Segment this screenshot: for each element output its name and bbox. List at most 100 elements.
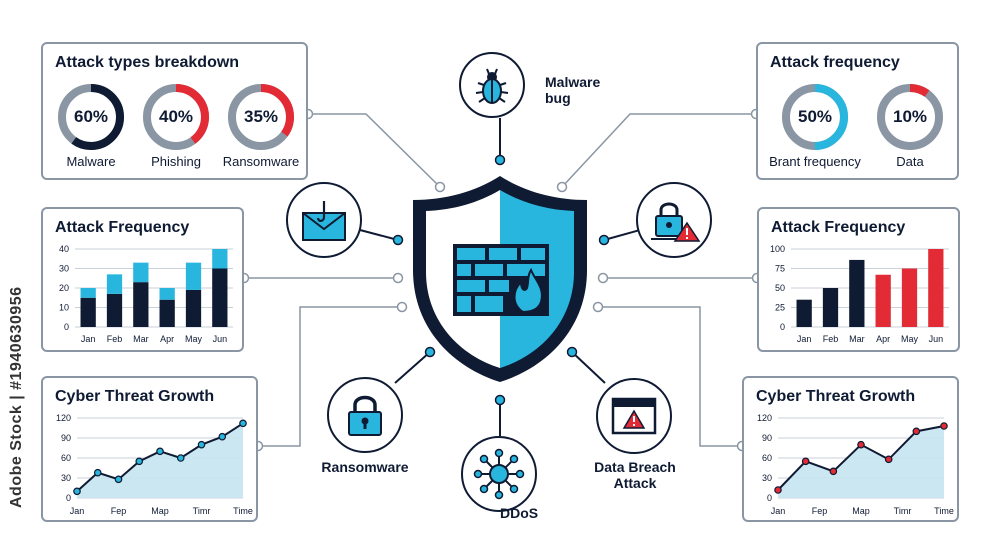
donut-percent: 10% <box>892 107 928 126</box>
ddos-label: DDoS <box>500 505 539 521</box>
bar <box>212 268 228 327</box>
y-tick-label: 0 <box>66 493 71 503</box>
donut-ransomware: 35% <box>226 82 296 152</box>
data-point <box>829 467 838 476</box>
x-tick-label: May <box>901 334 919 344</box>
bar <box>901 268 918 327</box>
x-tick-label: Apr <box>160 334 174 344</box>
y-tick-label: 120 <box>56 413 71 423</box>
donut-arc <box>143 84 209 150</box>
bar <box>796 299 812 327</box>
bug-icon <box>475 68 509 104</box>
data-point <box>114 475 123 484</box>
data-point <box>176 454 185 462</box>
x-tick-label: Jan <box>771 506 786 516</box>
bar <box>849 259 865 327</box>
donut-arc <box>58 84 124 150</box>
x-tick-label: Timr <box>193 506 211 516</box>
phishing-node <box>286 182 362 258</box>
y-tick-label: 0 <box>767 493 772 503</box>
x-tick-label: Timr <box>894 506 912 516</box>
data-breach-node <box>596 378 672 454</box>
phishing-email-icon <box>302 201 346 241</box>
lock-warning-node <box>636 182 712 258</box>
bar <box>822 288 839 327</box>
donut-arc <box>228 84 294 150</box>
bar <box>928 249 944 327</box>
virus-network-icon <box>473 448 525 500</box>
panel-title: Attack frequency <box>770 54 900 71</box>
panel-title: Cyber Threat Growth <box>55 388 215 405</box>
x-tick-label: Jan <box>81 334 96 344</box>
y-tick-label: 60 <box>61 453 71 463</box>
attack-types-panel: Attack types breakdown 60% Malware 40% P… <box>41 42 308 180</box>
panel-title: Cyber Threat Growth <box>756 388 916 405</box>
area-fill <box>778 426 944 498</box>
y-tick-label: 90 <box>762 433 772 443</box>
attack-frequency-donut-panel: Attack frequency 50% Brant frequency 10%… <box>756 42 959 180</box>
x-tick-label: Feb <box>823 334 839 344</box>
x-tick-label: Jan <box>797 334 812 344</box>
donut-brant-frequency: 50% <box>780 82 850 152</box>
y-tick-label: 90 <box>61 433 71 443</box>
donut-arc <box>782 84 848 150</box>
donut-percent: 35% <box>243 107 279 126</box>
panel-title: Attack Frequency <box>55 219 190 236</box>
data-breach-label: Data Breach Attack <box>580 459 690 491</box>
y-tick-label: 30 <box>59 264 69 274</box>
y-tick-label: 10 <box>59 303 69 313</box>
x-tick-label: Fep <box>111 506 127 516</box>
data-point <box>774 486 782 494</box>
y-tick-label: 20 <box>59 283 69 293</box>
donut-label: Data <box>896 154 924 169</box>
bar <box>80 288 96 298</box>
bar <box>106 274 123 294</box>
data-point <box>218 432 227 441</box>
data-point <box>801 457 810 466</box>
data-point <box>857 440 865 449</box>
donut-percent: 40% <box>158 107 194 126</box>
panel-title: Attack types breakdown <box>55 54 240 71</box>
x-tick-label: Map <box>151 506 169 516</box>
bar <box>185 262 202 290</box>
donut-malware: 60% <box>56 82 126 152</box>
y-tick-label: 120 <box>757 413 772 423</box>
x-tick-label: Time <box>233 506 253 516</box>
data-point <box>884 455 893 464</box>
watermark-text: Adobe Stock | #1940630956 <box>8 286 25 508</box>
malware-label: Malware bug <box>545 74 600 106</box>
y-tick-label: 0 <box>780 322 785 332</box>
ransomware-node <box>327 377 403 453</box>
bar <box>133 282 149 327</box>
donut-label: Brant frequency <box>769 154 861 169</box>
y-tick-label: 50 <box>775 283 785 293</box>
donut-percent: 50% <box>797 107 833 126</box>
data-point <box>135 457 144 466</box>
x-tick-label: May <box>185 334 203 344</box>
donut-phishing: 40% <box>141 82 211 152</box>
x-tick-label: Jun <box>929 334 944 344</box>
y-tick-label: 25 <box>775 303 785 313</box>
x-tick-label: Time <box>934 506 954 516</box>
y-tick-label: 0 <box>64 322 69 332</box>
malware-bug-node <box>459 52 525 118</box>
data-breach-label-text: Data Breach Attack <box>594 459 676 491</box>
data-point <box>197 440 206 449</box>
area-fill <box>77 423 243 498</box>
x-tick-label: Jun <box>213 334 228 344</box>
browser-warning-icon <box>611 397 657 435</box>
data-point <box>940 422 948 430</box>
y-tick-label: 30 <box>61 473 71 483</box>
x-tick-label: Mar <box>133 334 149 344</box>
y-tick-label: 40 <box>59 244 69 254</box>
malware-label-text: Malware bug <box>545 74 601 106</box>
panel-title: Attack Frequency <box>771 219 906 236</box>
data-point <box>73 487 81 496</box>
bar <box>159 288 175 300</box>
x-tick-label: Apr <box>876 334 890 344</box>
